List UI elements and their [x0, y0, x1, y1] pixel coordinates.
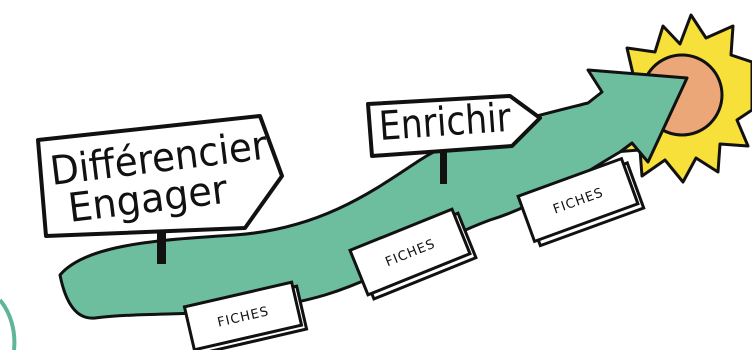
sign-right-label: Enrichir — [377, 95, 512, 150]
sign-right-post — [440, 150, 447, 184]
decorative-arc — [0, 300, 14, 350]
